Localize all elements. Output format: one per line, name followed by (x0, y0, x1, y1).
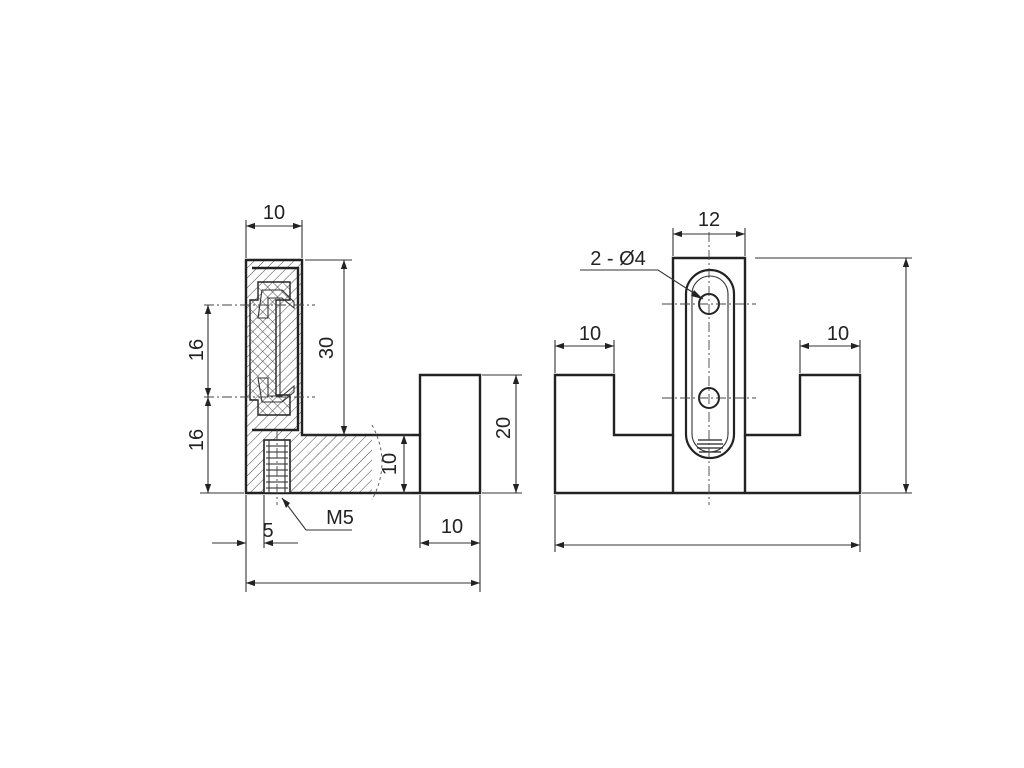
hole-label: 2 - Ø4 (590, 248, 646, 270)
dim-text-slot-width: 12 (698, 209, 720, 231)
dim-text-thread-offset: 5 (262, 520, 273, 542)
hole-leader (580, 269, 704, 300)
front-view: 12 2 - Ø4 10 10 (553, 209, 912, 552)
dim-text-tab-width: 10 (441, 516, 463, 538)
dim-text-upper-16: 16 (186, 339, 208, 361)
break-arc (371, 424, 383, 501)
dim-text-top-width: 10 (263, 202, 285, 224)
dim-text-left-step: 10 (579, 323, 601, 345)
thread-label: M5 (326, 507, 354, 529)
dim-text-height-30: 30 (316, 337, 338, 359)
side-view: 10 30 16 16 20 10 5 10 M5 (186, 202, 522, 592)
slot (684, 268, 736, 460)
side-pocket-detail (252, 266, 300, 432)
dim-text-right-step: 10 (827, 323, 849, 345)
dim-text-base-height: 10 (379, 453, 401, 475)
side-section-hatching (246, 260, 372, 493)
dim-text-tab-height: 20 (493, 417, 515, 439)
dim-text-lower-16: 16 (186, 429, 208, 451)
m5-leader (281, 497, 352, 531)
side-outline (244, 258, 482, 495)
